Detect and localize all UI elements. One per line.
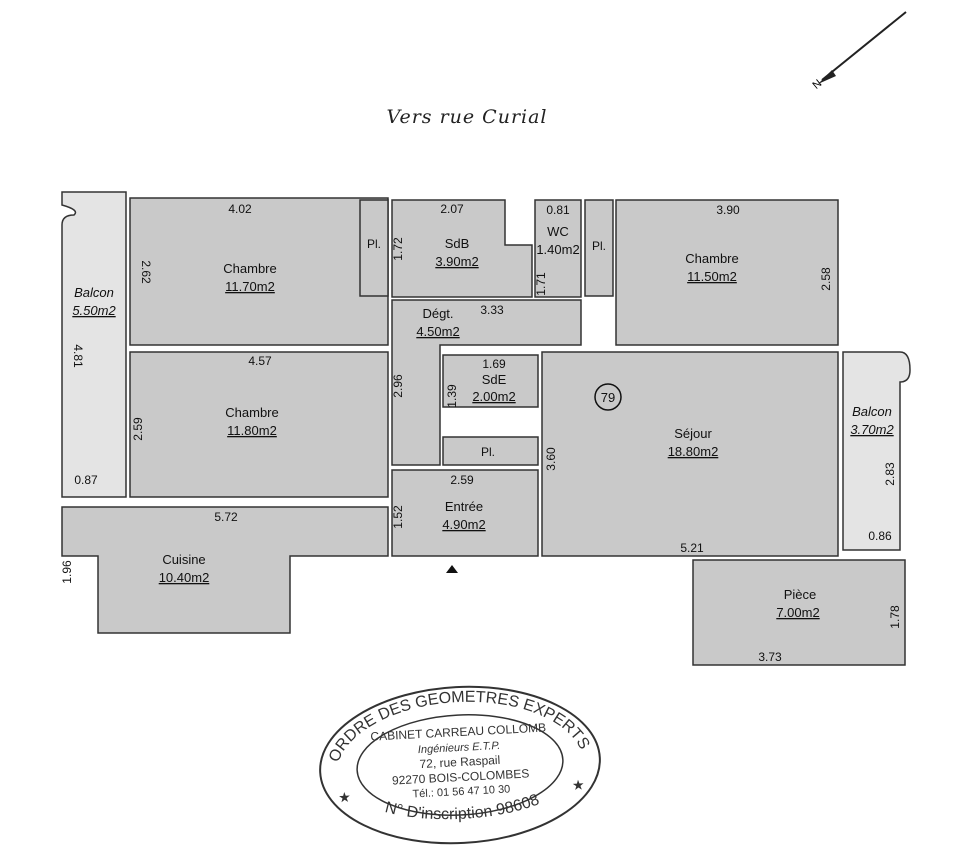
rooms-balcon_right-area-label: 3.70m2 (850, 422, 894, 437)
rooms-chambre_1-dims-1-label: 2.62 (139, 260, 153, 284)
rooms-sdb-dims-1-label: 1.72 (391, 237, 405, 261)
rooms-balcon_left-name-label: Balcon (74, 285, 114, 300)
rooms-sde-dims-1-label: 1.39 (445, 384, 459, 408)
rooms-sejour-name-label: Séjour (674, 426, 712, 441)
rooms-balcon_left-dims-1-label: 0.87 (74, 473, 98, 487)
rooms-cuisine-name-label: Cuisine (162, 552, 205, 567)
rooms-sde-area-label: 2.00m2 (472, 389, 515, 404)
rooms-chambre_3-dims-1-label: 2.59 (131, 417, 145, 441)
rooms-chambre_1-dims-0-label: 4.02 (228, 202, 252, 216)
rooms-piece-name-label: Pièce (784, 587, 817, 602)
rooms-chambre_2-dims-1-label: 2.58 (819, 267, 833, 291)
room-placard-2: Pl. (584, 199, 614, 297)
rooms-chambre_1-name-label: Chambre (223, 261, 276, 276)
rooms-degt-area-label: 4.50m2 (416, 324, 459, 339)
room-sejour: 79 Séjour 18.80m2 3.60 5.21 (541, 351, 839, 557)
rooms-wc-dims-0-label: 0.81 (546, 203, 570, 217)
stamp-lines-2-label: 72, rue Raspail (419, 753, 500, 771)
rooms-sdb-area-label: 3.90m2 (435, 254, 478, 269)
room-chambre-3: 4.57 2.59 Chambre 11.80m2 (129, 351, 389, 498)
rooms-sdb-dims-0-label: 2.07 (440, 202, 464, 216)
rooms-chambre_3-area-label: 11.80m2 (227, 423, 277, 438)
rooms-sejour-dims-1-label: 5.21 (680, 541, 704, 555)
rooms-chambre_2-name-label: Chambre (685, 251, 738, 266)
rooms-chambre_2-area-label: 11.50m2 (687, 269, 737, 284)
rooms-wc-name-label: WC (547, 224, 569, 239)
rooms-balcon_left-area-label: 5.50m2 (72, 303, 116, 318)
rooms-entree-name-label: Entrée (445, 499, 483, 514)
rooms-degt-name-label: Dégt. (422, 306, 453, 321)
stamp-lines-4-label: Tél.: 01 56 47 10 30 (412, 783, 510, 800)
room-wc: 0.81 WC 1.40m2 1.71 (534, 199, 582, 298)
entrance-arrow-icon (446, 565, 458, 573)
room-placard-1: Pl. (359, 199, 389, 297)
room-balcon-right: Balcon 3.70m2 2.83 0.86 (842, 351, 911, 551)
room-degagement: 3.33 Dégt. 4.50m2 2.96 (391, 299, 582, 466)
rooms-degt-dims-0-label: 3.33 (480, 303, 504, 317)
room-entree: 2.59 1.52 Entrée 4.90m2 (391, 469, 539, 573)
rooms-placard_2-name-label: Pl. (592, 239, 606, 253)
rooms-placard_1-name-label: Pl. (367, 237, 381, 251)
star-icon: ★ (572, 777, 585, 794)
rooms-chambre_3-name-label: Chambre (225, 405, 278, 420)
rooms-cuisine-dims-0-label: 5.72 (214, 510, 238, 524)
room-sdb: 2.07 1.72 SdB 3.90m2 (391, 199, 533, 298)
room-piece: Pièce 7.00m2 1.78 3.73 (692, 559, 906, 666)
star-icon: ★ (338, 789, 351, 806)
room-chambre-2: 3.90 Chambre 11.50m2 2.58 (615, 199, 839, 346)
street-direction-title: Vers rue Curial (386, 106, 547, 128)
room-chambre-1: 4.02 2.62 Chambre 11.70m2 (129, 197, 389, 346)
rooms-sejour-area-label: 18.80m2 (668, 444, 719, 459)
stamp-lines-1-label: Ingénieurs E.T.P. (418, 740, 501, 756)
rooms-chambre_3-dims-0-label: 4.57 (248, 354, 272, 368)
room-placard-3: Pl. (442, 436, 539, 466)
rooms-entree-area-label: 4.90m2 (442, 517, 485, 532)
lot-number-circle (594, 383, 622, 411)
rooms-sde-dims-0-label: 1.69 (482, 357, 506, 371)
rooms-piece-dims-0-label: 1.78 (888, 605, 902, 629)
rooms-wc-dims-1-label: 1.71 (534, 272, 548, 296)
room-balcon-left: Balcon 5.50m2 4.81 0.87 (61, 191, 127, 498)
rooms-degt-dims-1-label: 2.96 (391, 374, 405, 398)
rooms-balcon_right-dims-1-label: 0.86 (868, 529, 892, 543)
rooms-chambre_1-area-label: 11.70m2 (225, 279, 275, 294)
rooms-wc-area-label: 1.40m2 (536, 242, 579, 257)
rooms-sdb-name-label: SdB (445, 236, 470, 251)
rooms-sejour-dims-0-label: 3.60 (544, 447, 558, 471)
rooms-placard_3-name-label: Pl. (481, 445, 495, 459)
rooms-piece-dims-1-label: 3.73 (758, 650, 782, 664)
rooms-chambre_2-dims-0-label: 3.90 (716, 203, 740, 217)
room-sde: 1.69 SdE 2.00m2 1.39 (442, 354, 539, 408)
lot-number: 79 (601, 390, 615, 405)
rooms-balcon_right-name-label: Balcon (852, 404, 892, 419)
rooms-piece-area-label: 7.00m2 (776, 605, 819, 620)
rooms-sde-name-label: SdE (482, 372, 507, 387)
rooms-entree-dims-0-label: 2.59 (450, 473, 474, 487)
rooms-cuisine-area-label: 10.40m2 (159, 570, 210, 585)
surveyor-stamp: ORDRE DES GEOMETRES EXPERTS N° D'inscrip… (319, 682, 601, 845)
stamp-lines-0-label: CABINET CARREAU COLLOMB (370, 720, 546, 743)
rooms-balcon_left-dims-0-label: 4.81 (71, 344, 85, 368)
rooms-balcon_right-dims-0-label: 2.83 (883, 462, 897, 486)
north-arrow: N (811, 11, 907, 92)
rooms-cuisine-dims-1-label: 1.96 (60, 560, 74, 584)
room-cuisine: 5.72 1.96 Cuisine 10.40m2 (60, 506, 389, 634)
rooms-entree-dims-1-label: 1.52 (391, 505, 405, 529)
